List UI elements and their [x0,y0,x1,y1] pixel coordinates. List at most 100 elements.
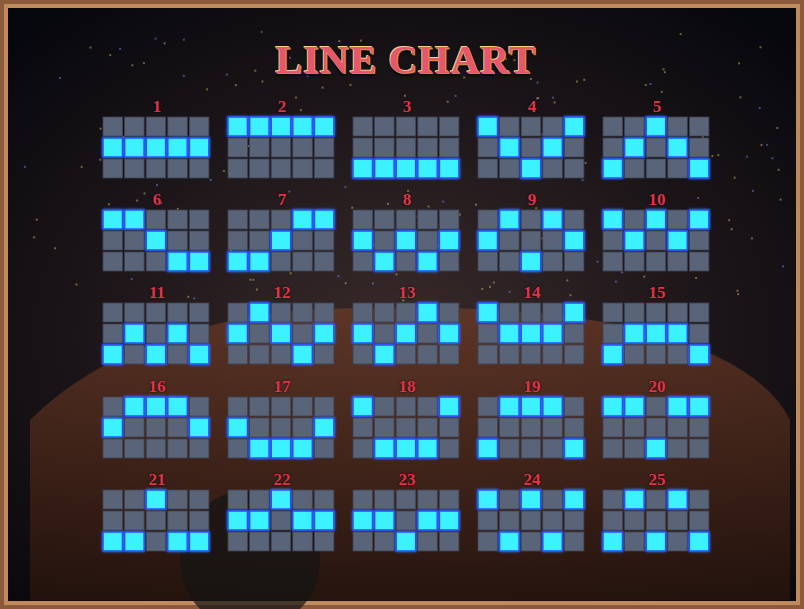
reel-cell [103,231,123,250]
reel-cell [521,345,541,364]
lit-cell [103,138,123,157]
lit-cell [146,490,166,509]
reel-cell [250,532,270,551]
lit-cell [625,138,645,157]
reel-cell [689,231,709,250]
reel-cell [168,439,188,458]
reel-cell [478,210,498,229]
reel-cell [353,532,373,551]
reel-cell [271,532,291,551]
line-pattern [228,117,334,178]
line-pattern [103,117,209,178]
lit-cell [293,345,313,364]
reel-cell [603,138,623,157]
line-number: 7 [278,191,287,208]
lit-cell [564,439,584,458]
reel-cell [543,490,563,509]
reel-cell [478,345,498,364]
reel-cell [228,532,248,551]
lit-cell [189,345,209,364]
reel-cell [146,303,166,322]
lit-cell [500,138,519,157]
reel-cell [189,117,209,136]
lit-cell [500,210,519,229]
reel-cell [250,324,270,343]
lit-cell [375,252,395,271]
line-pattern [228,210,334,271]
reel-cell [543,439,563,458]
reel-cell [668,303,688,322]
reel-cell [564,511,584,530]
reel-cell [396,511,416,530]
lit-cell [603,532,623,551]
reel-cell [103,252,123,271]
reel-cell [646,303,666,322]
line-pattern [103,397,209,458]
lit-cell [418,511,438,530]
reel-cell [668,117,688,136]
reel-cell [646,418,666,437]
reel-cell [564,138,584,157]
reel-cell [689,138,709,157]
reel-cell [293,252,313,271]
line-pattern [228,397,334,458]
lit-cell [478,490,498,509]
reel-cell [418,210,438,229]
reel-cell [228,439,248,458]
reel-cell [603,117,623,136]
line-number: 1 [153,98,162,115]
reel-cell [439,532,459,551]
lit-cell [189,532,209,551]
lit-cell [418,252,438,271]
lit-cell [478,439,498,458]
reel-cell [646,138,666,157]
reel-cell [625,159,645,178]
lit-cell [625,397,645,416]
reel-cell [625,303,645,322]
reel-cell [250,345,270,364]
reel-cell [668,511,688,530]
lit-cell [168,324,188,343]
lit-cell [668,490,688,509]
reel-cell [125,252,145,271]
reel-cell [668,418,688,437]
reel-cell [396,345,416,364]
line-number: 13 [399,284,416,301]
reel-cell [293,397,313,416]
line-number: 25 [649,471,666,488]
reel-cell [478,159,498,178]
reel-cell [293,490,313,509]
reel-cell [689,490,709,509]
reel-cell [314,397,334,416]
line-pattern [103,303,209,364]
lit-cell [168,252,188,271]
reel-cell [103,439,123,458]
reel-cell [418,345,438,364]
lit-cell [375,345,395,364]
reel-cell [228,345,248,364]
line-number: 15 [649,284,666,301]
line-number: 12 [274,284,291,301]
reel-cell [168,511,188,530]
reel-cell [271,418,291,437]
reel-cell [603,231,623,250]
reel-cell [478,324,498,343]
lit-cell [668,138,688,157]
line-pattern [478,490,584,551]
reel-cell [500,303,519,322]
lit-cell [418,303,438,322]
lit-cell [625,231,645,250]
line-number: 17 [274,378,291,395]
lit-cell [271,490,291,509]
reel-cell [418,324,438,343]
line-number: 5 [653,98,662,115]
reel-cell [418,117,438,136]
reel-cell [189,439,209,458]
lit-cell [250,303,270,322]
reel-cell [564,418,584,437]
lit-cell [353,511,373,530]
line-number: 21 [149,471,166,488]
reel-cell [250,418,270,437]
lit-cell [500,532,519,551]
